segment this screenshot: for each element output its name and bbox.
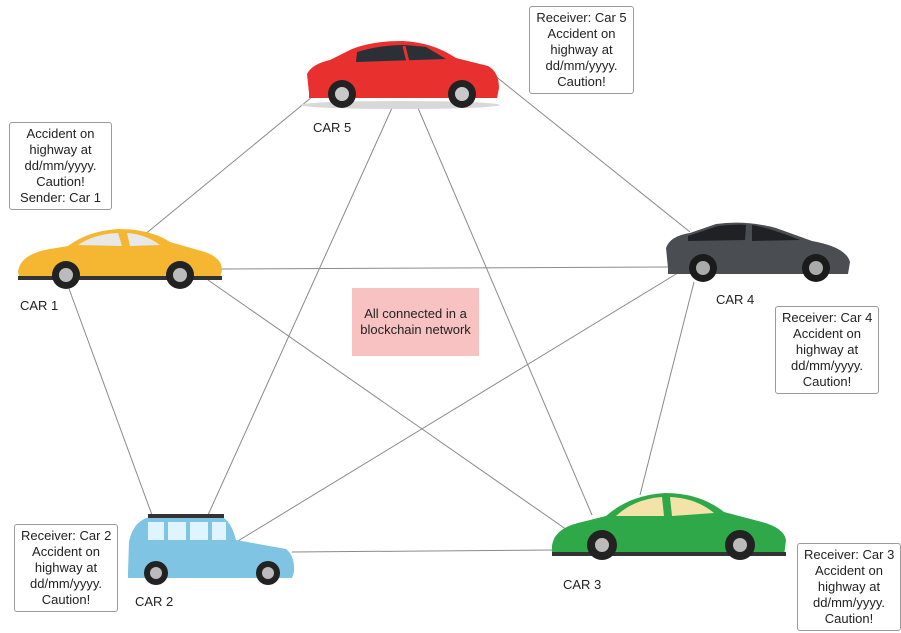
note-line: dd/mm/yyyy. <box>791 358 863 373</box>
note-line: highway at <box>550 42 613 57</box>
car-1-label: CAR 1 <box>20 298 59 313</box>
connection-lines <box>67 66 695 553</box>
connection-car2-car3 <box>291 549 553 553</box>
car-3-note-clip: Receiver: Car 3 Accident on highway at d… <box>797 543 901 633</box>
note-line: highway at <box>817 579 881 594</box>
car-5-illustration <box>300 41 500 109</box>
car-4-message-note: Receiver: Car 4 Accident on highway at d… <box>775 306 879 394</box>
connection-car1-car4 <box>221 266 669 270</box>
note-line: Sender: Car 1 <box>20 190 101 205</box>
note-line: highway at <box>34 560 98 575</box>
note-line: Caution! <box>802 374 852 389</box>
note-line: Caution! <box>557 74 606 89</box>
note-line: Accident on <box>26 126 95 141</box>
note-line: Accident on <box>32 544 100 559</box>
car-5-message-note: Receiver: Car 5 Accident on highway at d… <box>529 6 634 94</box>
note-line: Receiver: Car 5 <box>536 10 627 25</box>
note-line: dd/mm/yyyy. <box>30 576 102 591</box>
connection-car1-car3 <box>207 279 571 533</box>
note-line: highway at <box>795 342 859 357</box>
note-line: Caution! <box>36 174 85 189</box>
note-line: Accident on <box>547 26 616 41</box>
car-5-label: CAR 5 <box>313 120 352 135</box>
blockchain-network-label: All connected in a blockchain network <box>352 288 479 356</box>
note-line: highway at <box>29 142 92 157</box>
car-2-message-note: Receiver: Car 2 Accident on highway at d… <box>14 524 118 612</box>
car-2-label: CAR 2 <box>135 594 174 609</box>
connection-car3-car4 <box>639 281 695 496</box>
connection-car2-car5 <box>207 107 393 516</box>
note-line: Caution! <box>824 611 874 626</box>
note-line: Accident on <box>793 326 861 341</box>
note-line: Receiver: Car 4 <box>782 310 873 325</box>
note-line: Receiver: Car 2 <box>21 528 112 543</box>
note-line: dd/mm/yyyy. <box>813 595 885 610</box>
car-3-label: CAR 3 <box>563 577 602 592</box>
note-line: dd/mm/yyyy. <box>24 158 97 173</box>
car-3-illustration <box>552 493 786 560</box>
connection-car3-car5 <box>417 107 593 516</box>
car-1-message-note: Accident on highway at dd/mm/yyyy. Cauti… <box>9 122 112 210</box>
note-line: Receiver: Car 3 <box>804 547 895 562</box>
car-4-label: CAR 4 <box>716 292 755 307</box>
note-line: Caution! <box>41 592 91 607</box>
car-1-illustration <box>18 229 222 289</box>
connection-car1-car2 <box>67 285 153 516</box>
car-2-illustration <box>128 514 295 585</box>
connection-car2-car4 <box>227 267 687 548</box>
car-3-message-note: Receiver: Car 3 Accident on highway at d… <box>797 543 901 631</box>
note-line: Accident on <box>815 563 883 578</box>
car-4-illustration <box>666 222 850 282</box>
note-line: dd/mm/yyyy. <box>545 58 618 73</box>
connection-car4-car5 <box>483 66 691 233</box>
connection-car1-car5 <box>137 96 313 241</box>
